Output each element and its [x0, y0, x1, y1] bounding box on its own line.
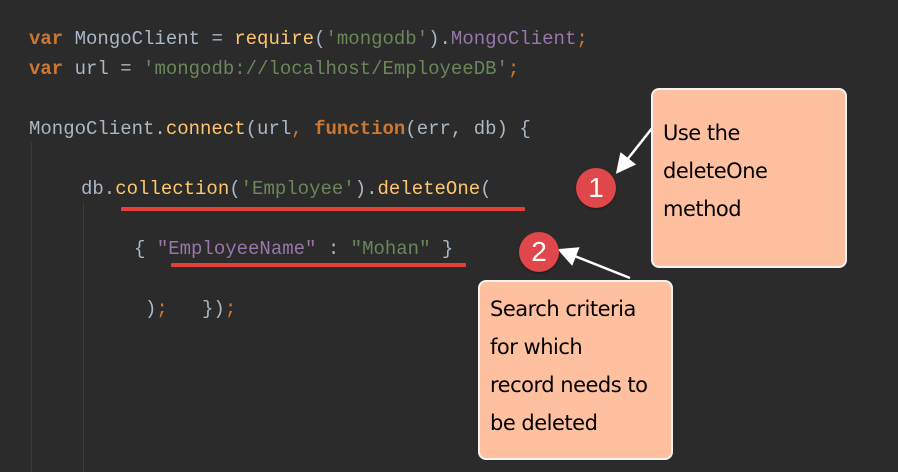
- callout-line: Use the: [663, 121, 740, 145]
- punctuation: (: [314, 28, 326, 50]
- punctuation: (url: [245, 118, 292, 140]
- function-name: deleteOne: [377, 178, 481, 200]
- colon: :: [316, 238, 351, 260]
- comma: ,: [291, 118, 303, 140]
- underline-deleteone: [121, 207, 525, 211]
- arguments: (err, db) {: [405, 118, 531, 140]
- string-literal: 'mongodb': [325, 28, 429, 50]
- keyword: function: [314, 118, 406, 140]
- step-badge-2: 2: [519, 232, 559, 272]
- callout-line: method: [663, 197, 742, 221]
- string-literal: 'Employee': [240, 178, 355, 200]
- brace: {: [134, 238, 157, 260]
- underline-search-criteria: [171, 263, 466, 267]
- identifier: MongoClient =: [63, 28, 235, 50]
- punctuation: ).: [354, 178, 378, 200]
- semicolon: ;: [156, 298, 168, 320]
- punctuation: (: [480, 178, 492, 200]
- callout-line: record needs to: [490, 373, 648, 397]
- identifier: db.: [81, 178, 116, 200]
- semicolon: ;: [224, 298, 237, 320]
- semicolon: ;: [507, 58, 520, 80]
- string-literal: "Mohan": [350, 238, 431, 260]
- punctuation: ).: [428, 28, 451, 50]
- paren: ): [145, 298, 157, 320]
- code-line-5: { "EmployeeName" : "Mohan" }: [134, 238, 453, 260]
- function-name: require: [234, 28, 315, 50]
- code-line-4: db.collection('Employee').deleteOne(: [81, 178, 492, 200]
- code-line-6: ); });: [145, 298, 236, 320]
- punctuation: (: [229, 178, 241, 200]
- callout-line: deleteOne: [663, 159, 768, 183]
- callout-search-criteria: Search criteria for which record needs t…: [478, 280, 673, 460]
- callout-line: for which: [490, 335, 583, 359]
- keyword: var: [29, 58, 64, 80]
- string-literal: 'mongodb://localhost/EmployeeDB': [143, 58, 508, 80]
- function-name: collection: [115, 178, 230, 200]
- brace: }): [202, 298, 225, 320]
- indent-guide-2: [83, 202, 84, 472]
- step-badge-1: 1: [576, 168, 616, 208]
- code-line-3: MongoClient.connect(url, function(err, d…: [29, 118, 531, 140]
- brace: }: [430, 238, 454, 260]
- code-line-2: var url = 'mongodb://localhost/EmployeeD…: [29, 58, 519, 80]
- code-line-1: var MongoClient = require('mongodb').Mon…: [29, 28, 588, 50]
- callout-line: be deleted: [490, 411, 598, 435]
- semicolon: ;: [576, 28, 588, 50]
- property: MongoClient: [450, 28, 577, 50]
- function-name: connect: [165, 118, 246, 140]
- keyword: var: [29, 28, 64, 50]
- identifier: url =: [63, 58, 144, 80]
- callout-use-deleteone: Use the deleteOne method: [651, 88, 847, 268]
- identifier: MongoClient.: [29, 118, 166, 140]
- indent-guide-1: [31, 142, 32, 472]
- property-key: "EmployeeName": [156, 238, 317, 260]
- callout-line: Search criteria: [490, 297, 636, 321]
